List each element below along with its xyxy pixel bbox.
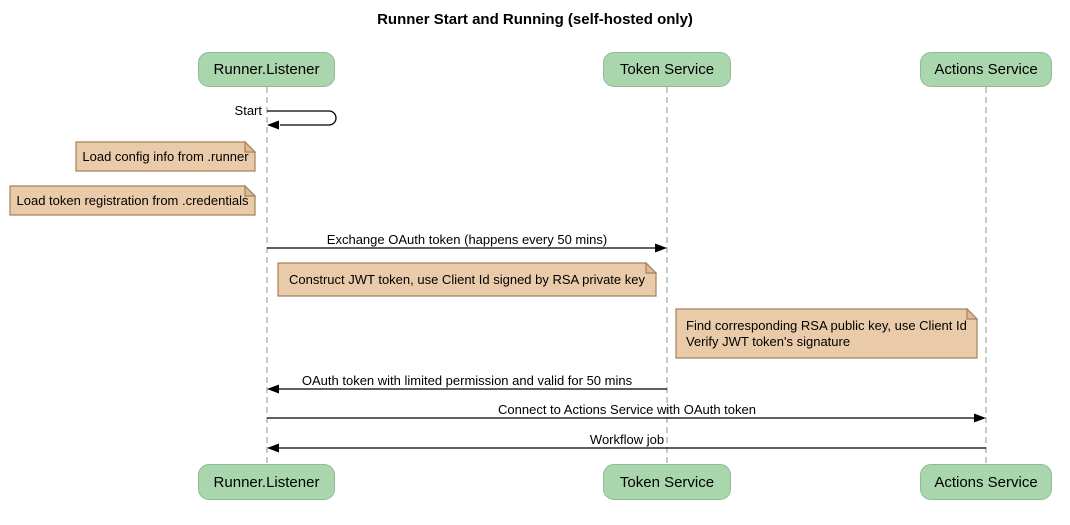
note-line: Find corresponding RSA public key, use C… [686, 317, 967, 333]
message-label-start: Start [234, 103, 262, 118]
self-message-start-arrow [267, 110, 337, 130]
participant-label: Runner.Listener [213, 61, 320, 78]
note-load-config: Load config info from .runner [82, 149, 249, 164]
participant-token-service-bottom: Token Service [603, 464, 731, 500]
note-verify-jwt: Find corresponding RSA public key, use C… [676, 309, 977, 358]
message-arrow-oauth-return [267, 384, 667, 394]
note-line: Verify JWT token's signature [686, 333, 851, 349]
message-label-connect: Connect to Actions Service with OAuth to… [498, 402, 756, 417]
arrowhead-left-icon [267, 384, 279, 394]
note-fold-icon [244, 140, 257, 153]
message-label-workflow-job: Workflow job [589, 432, 665, 447]
participant-actions-service-top: Actions Service [920, 52, 1052, 87]
message-label-exchange-oauth: Exchange OAuth token (happens every 50 m… [326, 232, 608, 247]
participant-runner-listener-bottom: Runner.Listener [198, 464, 335, 500]
note-shape-verify-jwt [675, 307, 979, 359]
note-fold-icon [645, 261, 658, 274]
participant-label: Token Service [619, 61, 715, 78]
participant-label: Token Service [619, 473, 715, 491]
message-label-oauth-return: OAuth token with limited permission and … [301, 373, 633, 388]
arrowhead-left-icon [267, 443, 279, 453]
note-shape-load-config [75, 140, 257, 172]
participant-label: Actions Service [934, 61, 1038, 78]
note-shape-load-credentials [9, 184, 257, 216]
message-arrow-workflow-job [267, 443, 986, 453]
note-load-credentials: Load token registration from .credential… [16, 193, 249, 208]
note-construct-jwt: Construct JWT token, use Client Id signe… [289, 272, 645, 287]
participant-label: Actions Service [934, 473, 1038, 491]
participant-token-service-top: Token Service [603, 52, 731, 87]
participant-runner-listener-top: Runner.Listener [198, 52, 335, 87]
note-fold-icon [966, 307, 979, 320]
note-shape-construct-jwt [277, 261, 658, 297]
arrowhead-left-icon [267, 120, 279, 130]
arrowhead-right-icon [974, 413, 986, 423]
diagram-title: Runner Start and Running (self-hosted on… [377, 11, 693, 28]
note-fold-icon [244, 184, 257, 197]
lifelines [266, 87, 987, 464]
message-arrow-connect [267, 413, 986, 423]
message-arrow-exchange-oauth [267, 243, 667, 253]
participant-label: Runner.Listener [213, 473, 320, 491]
arrowhead-right-icon [655, 243, 667, 253]
participant-actions-service-bottom: Actions Service [920, 464, 1052, 500]
